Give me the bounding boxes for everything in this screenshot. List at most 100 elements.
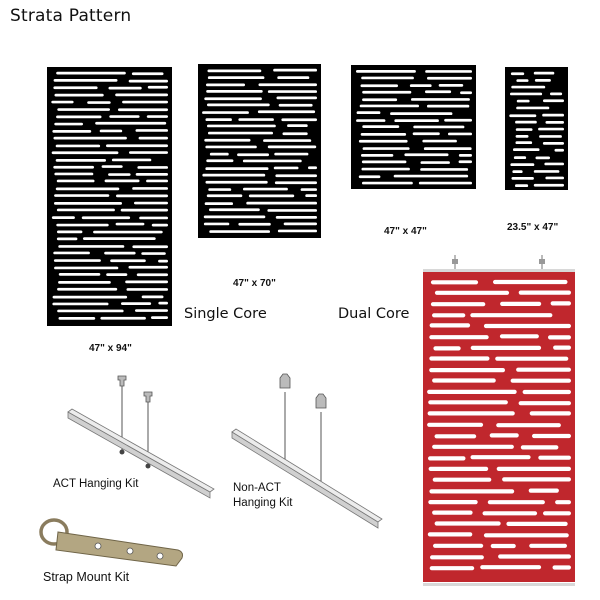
panel-slot	[360, 84, 398, 88]
panel-47x70	[198, 64, 321, 238]
panel-slot	[204, 202, 233, 205]
panel-slot	[207, 124, 276, 128]
panel-slot	[428, 456, 466, 461]
panel-slot	[470, 345, 542, 350]
panel-slot	[276, 96, 317, 100]
panel-slot	[518, 290, 571, 295]
panel-slot	[550, 92, 563, 96]
panel-slot	[533, 71, 555, 75]
panel-slot	[237, 153, 269, 157]
panel-slot	[515, 184, 529, 187]
panel-slot	[361, 154, 394, 157]
panel-slot	[209, 152, 229, 156]
panel-slot	[56, 237, 78, 241]
panel-slot	[555, 500, 571, 505]
panel-slot	[430, 555, 484, 560]
panel-slot	[548, 335, 571, 340]
panel-slot	[516, 106, 550, 110]
page-title: Strata Pattern	[10, 6, 132, 26]
panel-slot	[550, 301, 571, 306]
panel-slot	[54, 266, 119, 270]
panel-slot	[520, 445, 559, 450]
panel-slot	[362, 147, 410, 150]
panel-slot	[246, 201, 317, 205]
panel-slot	[510, 163, 535, 166]
panel-slot	[263, 139, 312, 142]
panel-slot	[361, 76, 414, 80]
dual-core-label: Dual Core	[338, 306, 410, 322]
panel-slot	[420, 168, 469, 171]
panel-slot	[110, 259, 146, 263]
panel-slot	[56, 115, 102, 119]
panel-slot	[55, 144, 101, 148]
panel-23x47	[505, 67, 568, 190]
panel-slot	[510, 92, 543, 96]
panel-slot	[108, 173, 131, 176]
panel-slot	[53, 136, 127, 140]
non-act-hanging-kit-label-line1: Non-ACT	[233, 482, 281, 494]
panel-slot	[361, 167, 410, 171]
panel-slot	[411, 98, 470, 101]
panel-slot	[493, 279, 568, 285]
panel-slot	[87, 101, 111, 104]
panel-slot	[511, 177, 534, 180]
panel-slot	[238, 118, 274, 121]
panel-slot	[282, 132, 308, 136]
panel-slot	[528, 488, 559, 493]
panel-slot	[358, 139, 408, 143]
panel-slot	[515, 141, 533, 144]
panel-slot	[483, 323, 571, 329]
panel-slot	[422, 139, 457, 143]
panel-slot	[275, 216, 317, 219]
panel-slot	[516, 367, 571, 372]
panel-slot	[101, 165, 123, 168]
panel-slot	[499, 334, 539, 339]
panel-slot	[496, 466, 571, 471]
panel-slot	[533, 170, 560, 173]
panel-slot	[543, 99, 564, 103]
panel-slot	[121, 302, 152, 305]
panel-slot	[283, 222, 317, 226]
panel-slot	[135, 309, 168, 312]
panel-slot	[267, 209, 317, 212]
panel-slot	[204, 97, 262, 101]
panel-slot	[58, 281, 111, 284]
panel-slot	[274, 152, 309, 156]
panel-slot	[538, 127, 564, 131]
panel-slot	[434, 521, 501, 526]
panel-slot	[139, 216, 168, 220]
panel-slot	[393, 174, 469, 178]
panel-slot	[57, 309, 124, 313]
panel-slot	[205, 118, 232, 121]
panel-slot	[511, 85, 546, 89]
panel-slot	[428, 500, 478, 505]
panel-slot	[428, 400, 508, 405]
panel-slot	[122, 100, 168, 104]
panel-slot	[427, 76, 472, 80]
panel-slot	[429, 335, 489, 340]
panel-slot	[267, 145, 317, 149]
panel-slot	[207, 69, 262, 73]
panel-slot	[433, 346, 461, 351]
panel-slot	[53, 79, 118, 82]
panel-slot	[361, 160, 407, 164]
panel-slot	[404, 153, 449, 157]
panel-slot	[209, 230, 270, 233]
panel-slot	[529, 411, 571, 416]
panel-slot	[356, 70, 416, 73]
panel-slot	[470, 455, 531, 460]
panel-slot	[516, 79, 529, 82]
panel-slot	[238, 222, 271, 226]
panel-slot	[56, 179, 95, 183]
panel-slot	[444, 118, 472, 122]
panel-slot	[427, 389, 517, 394]
panel-slot	[429, 368, 505, 373]
panel-slot	[356, 119, 386, 122]
panel-slot	[543, 511, 571, 516]
panel-slot	[57, 287, 118, 291]
panel-slot	[432, 444, 514, 449]
size-label-23x47: 23.5" x 47"	[507, 222, 559, 233]
single-core-label: Single Core	[184, 306, 267, 322]
panel-slot	[502, 477, 571, 482]
panel-slot	[151, 316, 168, 319]
